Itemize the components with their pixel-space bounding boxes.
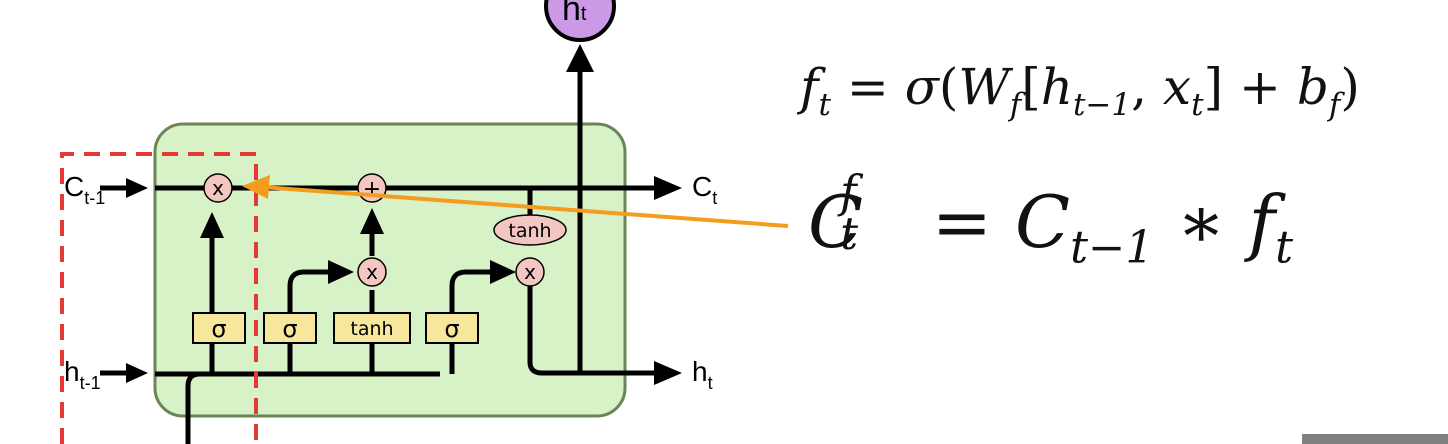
output-gate-box — [425, 312, 479, 344]
input-gate-line — [287, 269, 330, 374]
candidate-gate-label: tanh — [350, 318, 393, 340]
output-multiply-node — [515, 257, 545, 287]
forget-gate-highlight — [60, 152, 258, 444]
input-gate-label: σ — [282, 315, 297, 343]
h-out-line — [527, 282, 660, 376]
forget-gate-box — [192, 312, 246, 344]
output-node-label: ht — [562, 0, 587, 28]
forget-multiply-node — [203, 173, 233, 203]
cell-state-arrowhead — [654, 176, 682, 200]
candidate-gate-box — [333, 312, 411, 344]
input-multiply-node — [357, 257, 387, 287]
c-prev-arrowhead — [126, 178, 148, 198]
output-gate-arrowhead — [490, 260, 516, 284]
output-gate-label: σ — [444, 315, 459, 343]
input-gate-box — [263, 312, 317, 344]
input-multiply-label: x — [366, 260, 378, 284]
input-gate-arrowhead — [328, 260, 354, 284]
input-mult-arrowhead — [360, 208, 384, 234]
add-label: + — [363, 177, 381, 202]
forget-gate-arrowhead — [200, 212, 224, 238]
output-up-arrowhead — [566, 44, 594, 72]
output-multiply-label: x — [524, 260, 536, 284]
h-prev-arrowhead — [126, 363, 148, 383]
c-t-label: Ct — [692, 171, 717, 208]
h-t-label: ht — [692, 356, 713, 393]
output-node — [544, 0, 616, 42]
c-prev-label: Ct-1 — [64, 171, 105, 208]
corner-block — [1302, 434, 1448, 444]
output-gate-line — [449, 269, 492, 374]
forget-gate-equation: ft = σ(Wf[ht−1, xt] + bf) — [800, 58, 1360, 123]
annotation-arrow-line — [261, 185, 789, 228]
annotation-arrowhead — [242, 175, 270, 199]
forget-gate-label: σ — [211, 315, 226, 343]
tanh-op-node — [493, 214, 567, 246]
tanh-op-label: tanh — [508, 220, 551, 242]
forget-multiply-label: x — [212, 176, 224, 200]
h-prev-label: ht-1 — [64, 356, 101, 393]
h-out-arrowhead — [654, 361, 682, 385]
